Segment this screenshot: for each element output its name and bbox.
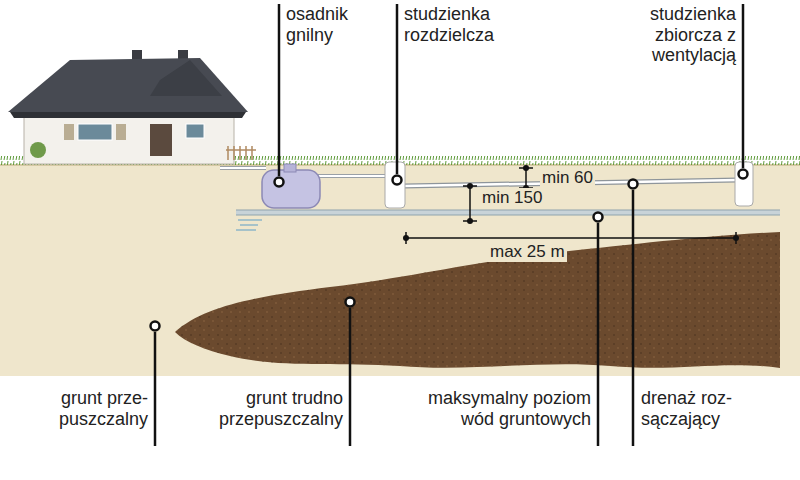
ground-label: grunt trudno przepuszczalny <box>193 388 343 429</box>
drain-label: drenaż roz- sączający <box>641 388 761 429</box>
collection-well <box>735 162 753 206</box>
part-label: studzienka zbiorcza z wentylacją <box>616 4 736 66</box>
leader-lines <box>155 4 743 446</box>
house <box>8 50 256 164</box>
ground-label: grunt prze- puszczalny <box>36 388 148 429</box>
impermeable-soil <box>175 232 780 368</box>
part-label: studzienka rozdzielcza <box>404 4 514 45</box>
water-label: maksymalny poziom wód gruntowych <box>406 388 591 429</box>
dimension: max 25 m <box>488 242 567 262</box>
dimension: min 60 <box>540 168 595 188</box>
callout-dots <box>151 170 748 331</box>
distribution-well <box>385 162 405 208</box>
groundwater-level <box>236 210 780 230</box>
part-label: osadnik gnilny <box>286 4 376 45</box>
dimension: min 150 <box>480 188 544 208</box>
septic-tank <box>262 170 320 208</box>
dimension-lines <box>406 168 736 244</box>
